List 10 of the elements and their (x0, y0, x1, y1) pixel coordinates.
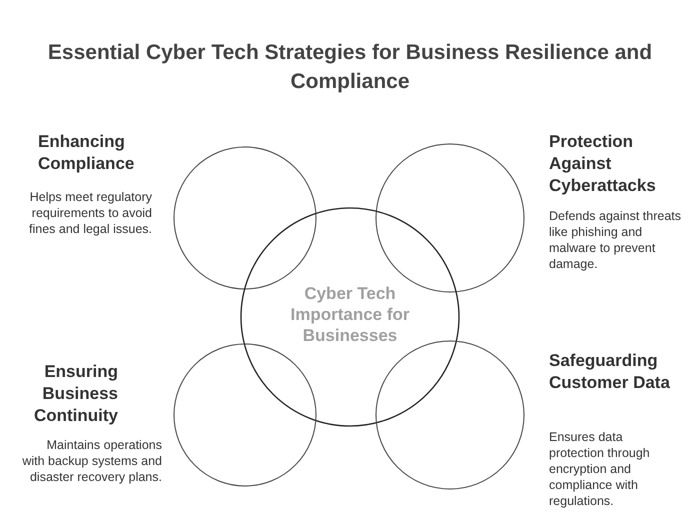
strategy-heading: Ensuring Business Continuity (32, 361, 118, 427)
circle-label: Cyber Tech Importance for Businesses (289, 283, 411, 346)
strategy-description: Defends against threats like phishing and malware to prevent damage. (549, 208, 682, 272)
strategy-heading: Safeguarding Customer Data (549, 350, 671, 394)
strategy-heading: Protection Against Cyberattacks (549, 131, 657, 197)
strategy-description: Helps meet regulatory requirements to avoid fines and legal issues. (28, 189, 152, 237)
strategy-description: Ensures data protection through encryption and compliance with regulations. (549, 429, 651, 509)
strategy-heading: Enhancing Compliance (38, 131, 136, 175)
diagram-title: Essential Cyber Tech Strategies for Business Resilience and Compliance (46, 40, 654, 95)
strategy-description: Maintains operations with backup systems and disaster recovery plans. (22, 437, 162, 485)
